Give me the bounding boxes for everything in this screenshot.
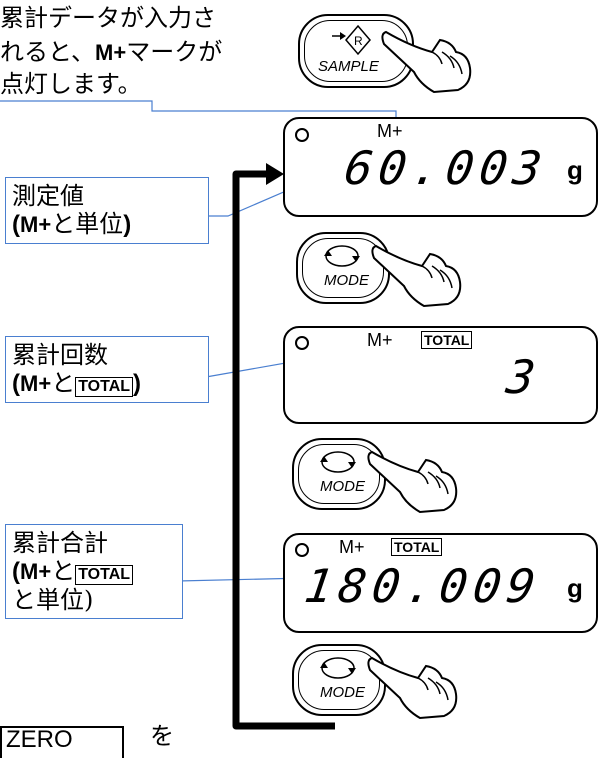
sample-symbol-icon: R [332, 24, 371, 56]
mode-key-label: MODE [324, 272, 369, 289]
mode-key-label: MODE [320, 478, 365, 495]
display-value: 180.009 [301, 559, 545, 613]
mode-key[interactable]: MODE [292, 644, 386, 716]
display-measured: M+ 60.003 g [283, 117, 598, 217]
display-total: TOTAL [391, 538, 443, 556]
label-measured-value: 測定値 (M+と単位) [5, 177, 209, 244]
mode-key[interactable]: MODE [292, 438, 386, 510]
pointing-hand-icon [367, 450, 458, 514]
sample-symbol-text: R [354, 34, 363, 48]
connector-layer [0, 100, 397, 730]
pointing-hand-icon [367, 656, 458, 720]
intro-line-3: 点灯します。 [0, 70, 142, 98]
zero-key-label: ZERO [6, 726, 73, 753]
mode-cycle-icon [320, 657, 356, 679]
display-mplus: M+ [339, 537, 365, 557]
sample-key-label: SAMPLE [318, 58, 379, 75]
stable-indicator [295, 128, 309, 142]
pointing-hand-icon [371, 244, 462, 308]
display-sum: M+ TOTAL 180.009 g [283, 533, 598, 633]
total-mark: TOTAL [75, 377, 134, 397]
stable-indicator [295, 543, 309, 557]
display-unit: g [567, 573, 583, 603]
intro-line-1: 累計データが入力さ [0, 4, 216, 32]
mplus-mark: M+ [20, 212, 52, 237]
display-mplus: M+ [377, 121, 403, 141]
display-value: 3 [503, 350, 545, 404]
intro-leader-line [0, 100, 397, 126]
pointing-hand-icon [381, 30, 472, 94]
bottom-trail-text: を [150, 722, 174, 750]
loop-arrow-line [232, 170, 335, 730]
mplus-mark: M+ [20, 371, 52, 396]
intro-line-2: れると、M+マークが [0, 40, 222, 65]
stable-indicator [295, 336, 309, 350]
display-total: TOTAL [421, 331, 473, 349]
display-mplus: M+ [367, 330, 393, 350]
loop-arrowhead [266, 163, 284, 185]
intro-line-2a: れると、 [0, 38, 96, 66]
display-value: 60.003 [341, 141, 551, 195]
mplus-mark: M+ [20, 559, 52, 584]
display-count: M+ TOTAL 3 [283, 326, 598, 424]
display-unit: g [567, 155, 583, 185]
total-mark: TOTAL [75, 565, 134, 585]
mode-cycle-icon [324, 245, 360, 267]
mplus-mark: M+ [95, 40, 127, 65]
mode-cycle-icon [320, 451, 356, 473]
zero-key-box: ZERO [0, 726, 124, 758]
mode-key-label: MODE [320, 684, 365, 701]
intro-line-2b: マークが [126, 38, 223, 66]
